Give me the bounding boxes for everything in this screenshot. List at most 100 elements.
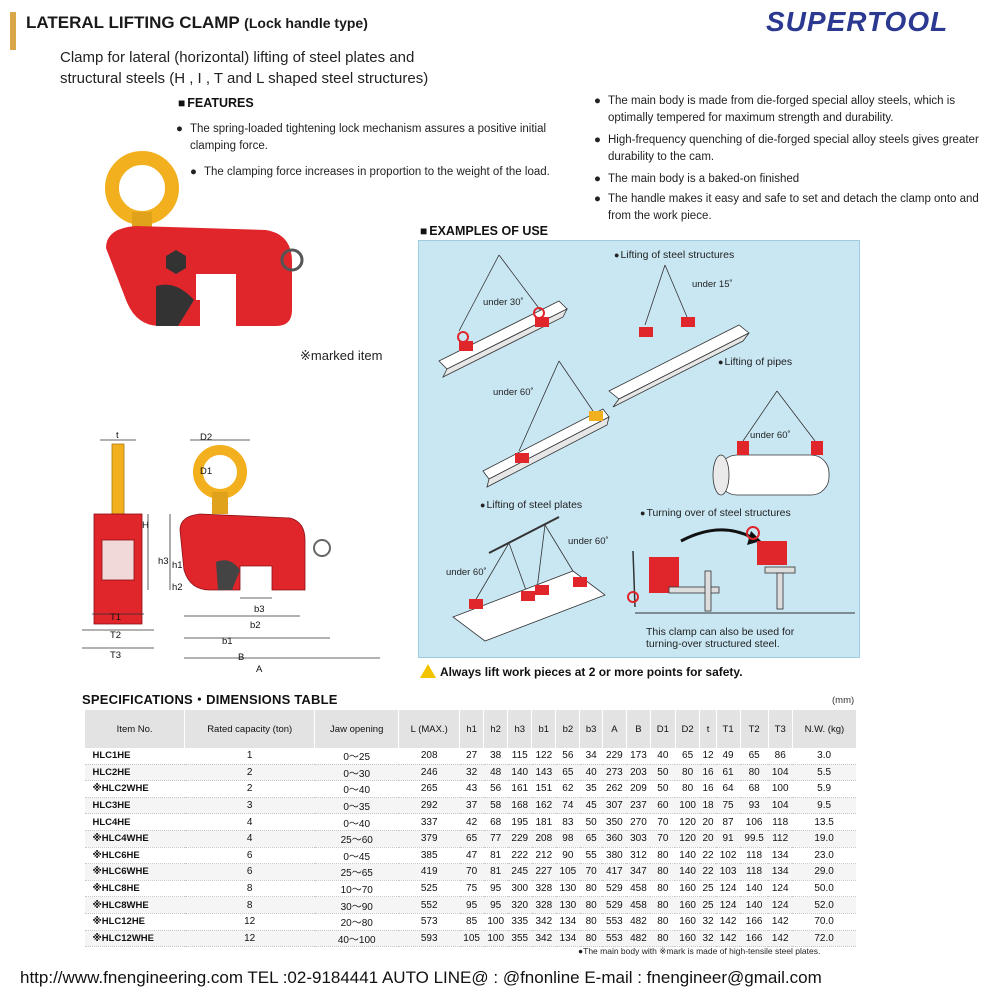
table-cell: 120 bbox=[675, 813, 700, 831]
table-cell: 56 bbox=[483, 780, 508, 798]
table-cell: 140 bbox=[507, 764, 532, 782]
feature-item: ●The main body is made from die-forged s… bbox=[594, 95, 956, 124]
table-cell: 6 bbox=[184, 847, 315, 865]
table-cell: 140 bbox=[740, 896, 769, 914]
table-cell: 74 bbox=[555, 797, 580, 815]
table-cell: 105 bbox=[555, 863, 580, 881]
table-cell: 118 bbox=[740, 847, 769, 865]
table-cell: 90 bbox=[555, 847, 580, 865]
table-cell: 142 bbox=[768, 930, 793, 948]
table-cell: 25 bbox=[699, 896, 717, 914]
table-cell: 22 bbox=[699, 863, 717, 881]
table-cell: 208 bbox=[531, 830, 556, 848]
table-cell: 312 bbox=[626, 847, 651, 865]
table-cell: 342 bbox=[531, 913, 556, 931]
table-cell: 160 bbox=[675, 880, 700, 898]
table-cell: 65 bbox=[579, 830, 603, 848]
item-number-cell: HLC3HE bbox=[84, 797, 185, 815]
table-cell: 143 bbox=[531, 764, 556, 782]
table-cell: 85 bbox=[459, 913, 484, 931]
column-header: L (MAX.) bbox=[398, 710, 460, 748]
table-cell: 5.5 bbox=[792, 764, 856, 782]
table-cell: 140 bbox=[740, 880, 769, 898]
column-header: h3 bbox=[507, 710, 532, 748]
table-cell: 142 bbox=[716, 913, 741, 931]
item-number-cell: ※HLC4WHE bbox=[84, 830, 185, 848]
jaw-opening bbox=[196, 274, 236, 300]
label-plates: ●Lifting of steel plates bbox=[480, 499, 583, 511]
table-cell: 70 bbox=[579, 863, 603, 881]
table-cell: 48 bbox=[483, 764, 508, 782]
table-cell: 80 bbox=[579, 913, 603, 931]
feature-item: ●The main body is a baked-on finished bbox=[594, 173, 800, 185]
item-number-cell: ※HLC12WHE bbox=[84, 930, 185, 948]
front-view-drawing bbox=[147, 439, 380, 659]
table-cell: 355 bbox=[507, 930, 532, 948]
table-cell: 103 bbox=[716, 863, 741, 881]
table-cell: 525 bbox=[398, 880, 460, 898]
table-cell: 95 bbox=[483, 896, 508, 914]
table-cell: 99.5 bbox=[740, 830, 769, 848]
table-cell: 77 bbox=[483, 830, 508, 848]
label-steel-structures: ●Lifting of steel structures bbox=[614, 249, 735, 261]
table-cell: 222 bbox=[507, 847, 532, 865]
table-cell: 270 bbox=[626, 813, 651, 831]
warning-icon bbox=[420, 664, 436, 678]
table-cell: 3.0 bbox=[792, 748, 856, 765]
dim-label-t2: T2 bbox=[110, 630, 122, 641]
table-cell: 529 bbox=[602, 880, 627, 898]
table-cell: 70 bbox=[459, 863, 484, 881]
table-cell: 3 bbox=[184, 797, 315, 815]
table-cell: 160 bbox=[675, 930, 700, 948]
table-cell: 80 bbox=[650, 930, 676, 948]
column-header: Jaw opening bbox=[314, 710, 399, 748]
table-cell: 0～45 bbox=[314, 847, 399, 865]
table-cell: 65 bbox=[459, 830, 484, 848]
specs-footnote: ●The main body with ※mark is made of hig… bbox=[578, 946, 821, 956]
table-cell: 458 bbox=[626, 896, 651, 914]
dim-label-h2: h2 bbox=[172, 582, 183, 593]
table-cell: 20 bbox=[699, 830, 717, 848]
table-cell: 38 bbox=[483, 748, 508, 765]
table-cell: 106 bbox=[740, 813, 769, 831]
table-cell: 40～100 bbox=[314, 930, 399, 948]
column-header: Item No. bbox=[83, 710, 185, 748]
table-cell: 80 bbox=[650, 847, 676, 865]
table-cell: 229 bbox=[507, 830, 532, 848]
table-cell: 134 bbox=[555, 930, 580, 948]
column-header: b3 bbox=[579, 710, 603, 748]
table-cell: 342 bbox=[531, 930, 556, 948]
table-cell: 482 bbox=[626, 913, 651, 931]
table-cell: 40 bbox=[650, 748, 676, 765]
table-cell: 0～40 bbox=[314, 813, 399, 831]
table-cell: 10～70 bbox=[314, 880, 399, 898]
table-cell: 360 bbox=[602, 830, 627, 848]
table-cell: 29.0 bbox=[792, 863, 856, 881]
table-cell: 68 bbox=[483, 813, 508, 831]
table-cell: 102 bbox=[716, 847, 741, 865]
table-cell: 25～65 bbox=[314, 863, 399, 881]
table-cell: 20 bbox=[699, 813, 717, 831]
feature-item: ●The clamping force increases in proport… bbox=[190, 166, 550, 178]
table-cell: 5.9 bbox=[792, 780, 856, 798]
table-cell: 203 bbox=[626, 764, 651, 782]
table-cell: 130 bbox=[555, 880, 580, 898]
table-cell: 55 bbox=[579, 847, 603, 865]
column-header: D1 bbox=[649, 710, 676, 748]
table-cell: 417 bbox=[602, 863, 627, 881]
table-cell: 6 bbox=[184, 863, 315, 881]
table-cell: 552 bbox=[398, 896, 460, 914]
table-cell: 419 bbox=[398, 863, 460, 881]
table-cell: 13.5 bbox=[792, 813, 856, 831]
title-accent-bar bbox=[10, 12, 16, 50]
table-cell: 237 bbox=[626, 797, 651, 815]
table-cell: 32 bbox=[699, 913, 717, 931]
table-cell: 265 bbox=[398, 780, 460, 798]
item-number-cell: HLC2HE bbox=[84, 764, 185, 782]
dim-label-b2: b2 bbox=[250, 620, 261, 631]
table-cell: 124 bbox=[716, 880, 741, 898]
table-cell: 19.0 bbox=[792, 830, 856, 848]
table-cell: 40 bbox=[579, 764, 603, 782]
